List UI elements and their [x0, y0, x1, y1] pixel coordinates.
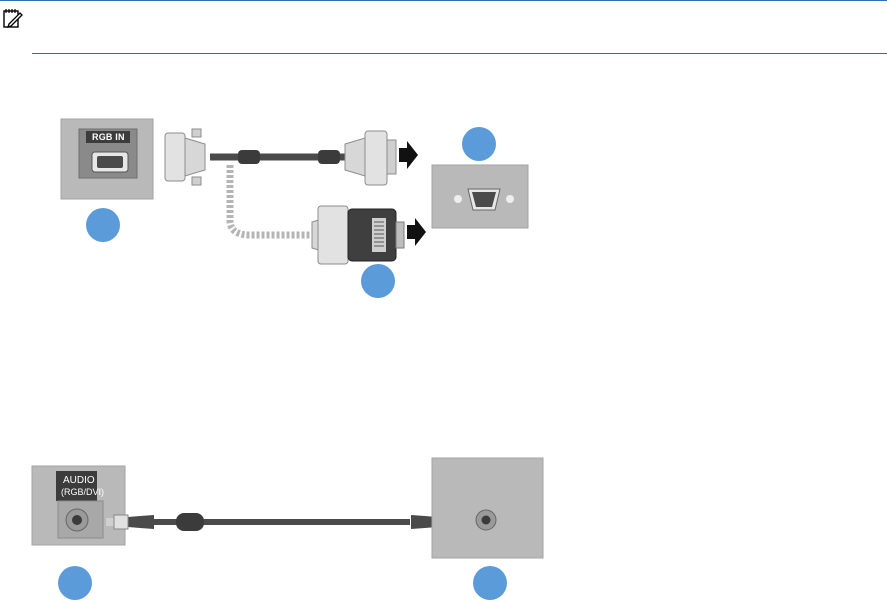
- audio-target-panel: [432, 458, 543, 558]
- audio-label-line2: (RGB/DVI): [61, 487, 104, 498]
- callout-marker-audio-target: [473, 566, 507, 600]
- callout-marker-dvi-adapter: [361, 264, 395, 298]
- callout-marker-audio-source: [58, 566, 92, 600]
- callout-marker-rgb-target: [462, 127, 496, 161]
- vga-connector-lower: [312, 206, 348, 264]
- rgb-cable-alt-dashed: [230, 165, 312, 235]
- vga-connector-left: [165, 129, 205, 185]
- vga-connector-right: [345, 131, 396, 185]
- rgb-in-label: RGB IN: [92, 132, 125, 142]
- audio-label-line1: AUDIO: [63, 475, 95, 486]
- arrow-lower: [407, 218, 426, 246]
- callout-marker-rgb-source: [86, 208, 120, 242]
- arrow-upper: [399, 141, 418, 169]
- dvi-adapter: [348, 209, 404, 261]
